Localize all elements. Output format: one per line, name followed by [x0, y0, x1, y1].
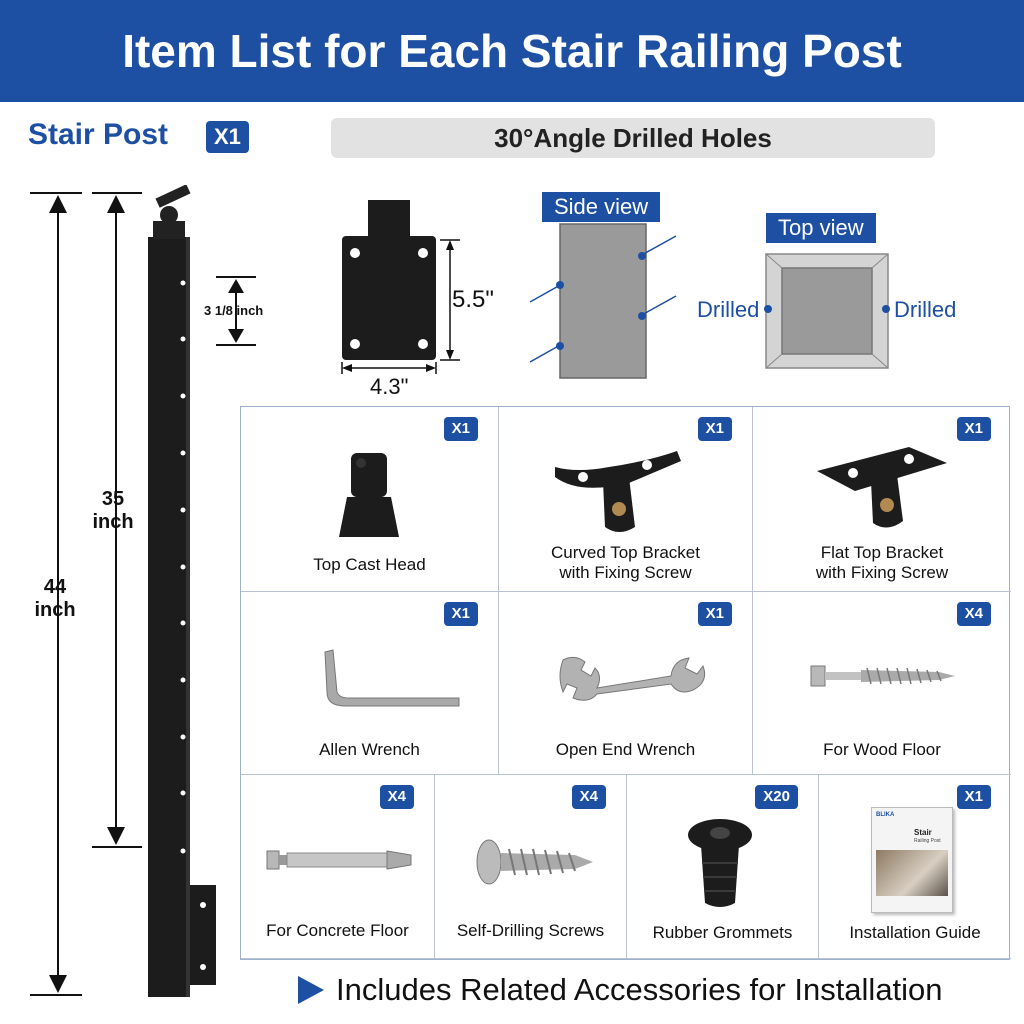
item-name: Curved Top Bracket with Fixing Screw — [551, 543, 700, 582]
drilled-right-label: Drilled — [894, 297, 957, 322]
stair-post-illustration — [30, 185, 256, 997]
play-triangle-icon — [298, 976, 324, 1004]
allen-wrench-icon — [324, 649, 460, 707]
top-view-label: Top view — [766, 213, 876, 243]
plate-width-label: 4.3" — [370, 374, 409, 399]
footer-note: Includes Related Accessories for Install… — [298, 972, 943, 1008]
hole-spacing-label: 3 1/8 inch — [204, 303, 264, 318]
hole-span-label: 35 inch — [92, 488, 134, 533]
stair-post-title: Stair Post — [28, 118, 169, 151]
item-qty-badge: X1 — [443, 417, 478, 441]
item-name: Top Cast Head — [313, 555, 426, 574]
item-card-curved-bracket: X1 Curved Top Bracket with Fixing Screw — [499, 407, 753, 592]
anchor-bolt-icon — [266, 850, 412, 870]
item-card-flat-bracket: X1 Flat Top Bracket with Fixing Screw — [753, 407, 1011, 592]
item-card-wood-floor-screw: X4 For Wood Floor — [753, 592, 1011, 775]
drilled-holes-heading-text: 30°Angle Drilled Holes — [494, 122, 772, 153]
item-name: Self-Drilling Screws — [456, 921, 605, 940]
guide-subtitle: Railing Post — [914, 838, 941, 844]
side-view-diagram — [529, 223, 677, 379]
item-name: Allen Wrench — [319, 740, 420, 759]
item-qty-badge: X4 — [956, 602, 991, 626]
drilled-left-label: Drilled — [697, 297, 760, 322]
guide-cover-photo — [876, 850, 948, 896]
item-card-open-end-wrench: X1 Open End Wrench — [499, 592, 753, 775]
item-card-concrete-floor-anchor: X4 For Concrete Floor — [241, 775, 435, 959]
top-view-diagram — [764, 253, 890, 369]
flat-bracket-icon — [817, 447, 947, 528]
footer-text: Includes Related Accessories for Install… — [336, 972, 943, 1007]
page-title: Item List for Each Stair Railing Post — [122, 25, 902, 77]
item-name: Flat Top Bracket with Fixing Screw — [815, 543, 949, 582]
cast-head-icon — [339, 453, 399, 537]
item-card-allen-wrench: X1 Allen Wrench — [241, 592, 499, 775]
item-name: Installation Guide — [849, 923, 981, 942]
item-qty-badge: X4 — [571, 785, 606, 809]
item-card-self-drilling-screws: X4 Self-Drilling Screws — [435, 775, 627, 959]
item-name: Rubber Grommets — [652, 923, 793, 942]
guide-booklet-icon: BLIKA Stair Railing Post — [871, 807, 953, 913]
guide-brand: BLIKA — [876, 812, 895, 818]
plate-height-label: 5.5" — [452, 286, 494, 313]
item-name: For Concrete Floor — [266, 921, 409, 940]
item-card-top-cast-head: X1 Top Cast Head — [241, 407, 499, 592]
open-end-wrench-icon — [559, 656, 706, 701]
grommet-icon — [688, 819, 752, 907]
item-name: Open End Wrench — [555, 740, 696, 759]
base-plate-diagram — [341, 200, 460, 374]
item-qty-badge: X20 — [755, 785, 798, 809]
item-grid: X1 Top Cast Head X1 Curved Top Bracket w… — [240, 406, 1011, 960]
self-drilling-screw-icon — [476, 839, 593, 885]
item-qty-badge: X1 — [697, 417, 732, 441]
guide-title: Stair — [914, 828, 932, 837]
item-qty-badge: X1 — [956, 785, 991, 809]
item-qty-badge: X4 — [379, 785, 414, 809]
page-banner: Item List for Each Stair Railing Post — [0, 0, 1024, 102]
side-view-label: Side view — [542, 192, 661, 222]
curved-bracket-icon — [555, 451, 681, 532]
item-qty-badge: X1 — [956, 417, 991, 441]
stair-post-qty-badge: X1 — [206, 121, 249, 153]
item-card-installation-guide: X1 BLIKA Stair Railing Post Installation… — [819, 775, 1011, 959]
lag-screw-icon — [810, 665, 955, 687]
drilled-holes-heading: 30°Angle Drilled Holes — [331, 118, 935, 158]
item-name: For Wood Floor — [823, 740, 941, 759]
item-qty-badge: X1 — [697, 602, 732, 626]
total-height-label: 44 inch — [34, 576, 76, 621]
item-card-rubber-grommets: X20 Rubber Grommets — [627, 775, 819, 959]
item-qty-badge: X1 — [443, 602, 478, 626]
